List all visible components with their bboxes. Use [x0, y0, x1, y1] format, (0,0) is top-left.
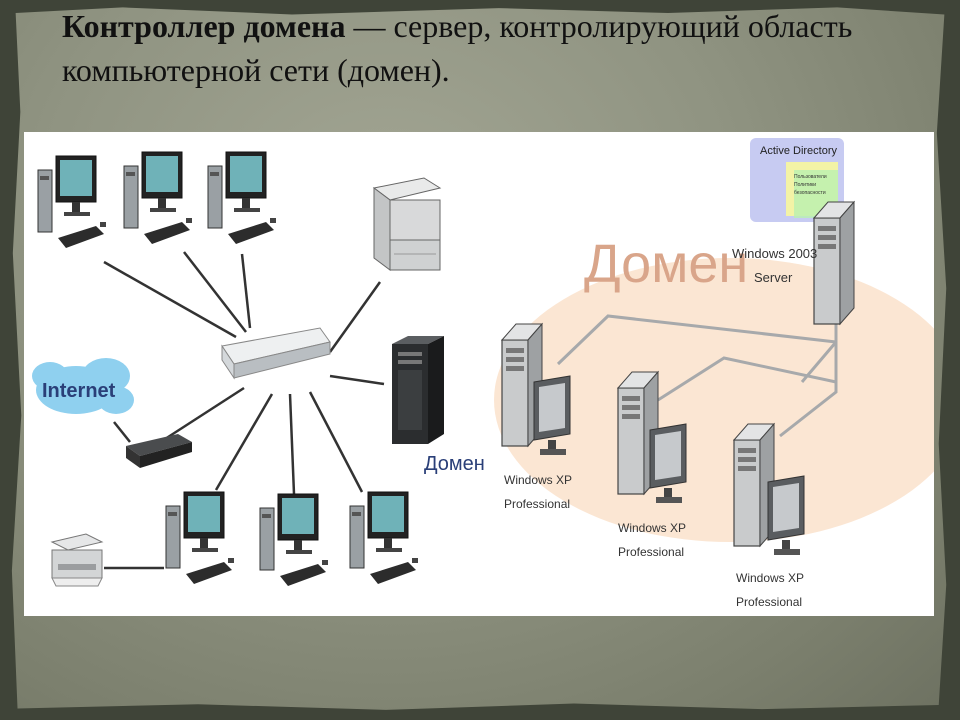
- workstation-icon: [123, 151, 193, 245]
- network-cables: [103, 251, 385, 570]
- workstation-icon: [349, 491, 419, 585]
- laser-printer-icon: [372, 177, 442, 271]
- workstation-label: Professional: [504, 497, 570, 511]
- network-diagram: Домен Internet: [32, 138, 934, 609]
- ad-sub-label: безопасности: [794, 190, 826, 196]
- slide-title: Контроллер домена — сервер, контролирующ…: [62, 4, 922, 92]
- ad-sub-label: Политики: [794, 182, 816, 188]
- internet-label: Internet: [42, 380, 116, 402]
- server-tower-icon: [392, 336, 444, 444]
- domain-area: [494, 258, 934, 542]
- right-domain-diagram: Домен Active Directory Пользователи Поли…: [494, 138, 934, 609]
- workstation-icon: [259, 493, 329, 587]
- workstation-label: Windows XP: [618, 521, 686, 535]
- domain-network-lines: [556, 312, 838, 438]
- inkjet-printer-icon: [50, 533, 104, 587]
- left-domain-label: Домен: [424, 453, 485, 475]
- left-network: Домен Internet: [32, 151, 485, 587]
- network-switch-icon: [221, 327, 331, 380]
- title-bold: Контроллер домена: [62, 8, 346, 44]
- workstation-label: Professional: [618, 545, 684, 559]
- domain-title: Домен: [584, 234, 748, 294]
- active-directory-label: Active Directory: [760, 145, 838, 157]
- network-illustration: Домен Internet: [24, 132, 934, 616]
- workstation-label: Windows XP: [736, 571, 804, 585]
- workstation-label: Windows XP: [504, 473, 572, 487]
- domain-server-icon: [813, 201, 855, 325]
- xp-workstation-monitor-icon: [767, 475, 805, 556]
- workstation-icon: [37, 155, 107, 249]
- workstation-icon: [165, 491, 235, 585]
- workstation-icon: [207, 151, 277, 245]
- modem-icon: [126, 434, 192, 468]
- title-rest: — сервер, контролирующий область компьют…: [62, 8, 853, 88]
- server-label: Server: [754, 270, 793, 285]
- internet-cloud-icon: [32, 358, 134, 414]
- server-label: Windows 2003: [732, 246, 817, 261]
- workstation-label: Professional: [736, 595, 802, 609]
- ad-sub-label: Пользователи: [794, 174, 827, 180]
